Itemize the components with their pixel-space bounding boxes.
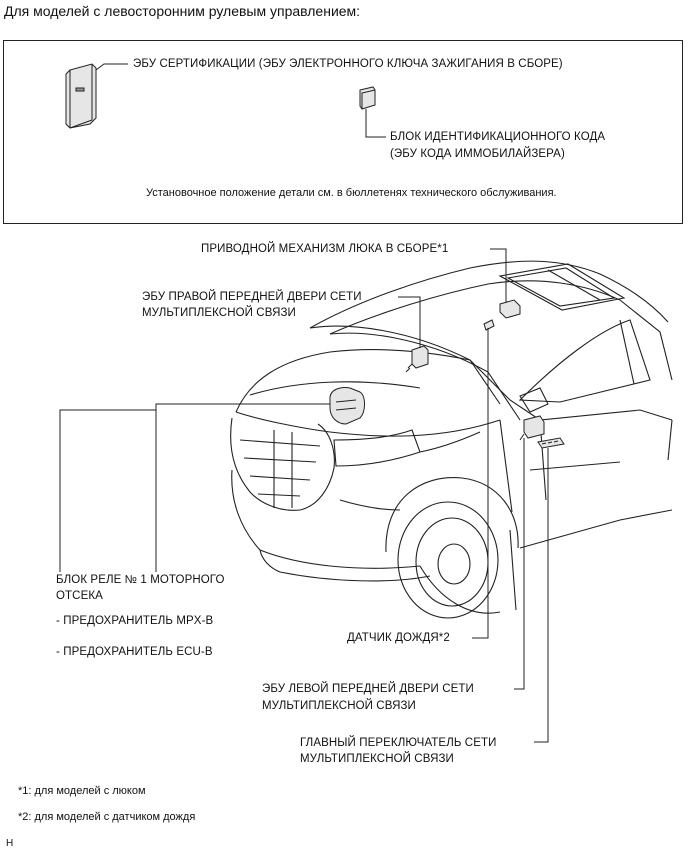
footnote-1: *1: для моделей с люком: [18, 785, 146, 797]
relay-block-label-line2: ОТСЕКА: [56, 590, 103, 602]
sunroof-actuator-icon: [499, 299, 521, 319]
leader-lines: [59, 248, 549, 743]
page-header: Для моделей с левосторонним рулевым упра…: [4, 3, 361, 19]
cert-ecu-label: ЭБУ СЕРТИФИКАЦИИ (ЭБУ ЭЛЕКТРОННОГО КЛЮЧА…: [133, 58, 563, 70]
id-box-label-line2: (ЭБУ КОДА ИММОБИЛАЙЗЕРА): [390, 148, 565, 160]
lf-door-ecu-label-line1: ЭБУ ЛЕВОЙ ПЕРЕДНЕЙ ДВЕРИ СЕТИ: [262, 683, 474, 695]
cert-ecu-leader: [95, 63, 128, 71]
rf-door-ecu-label-line2: МУЛЬТИПЛЕКСНОЙ СВЯЗИ: [142, 307, 296, 319]
info-box: [3, 40, 683, 224]
id-code-box-icon: [359, 86, 376, 110]
rf-door-ecu-icon: [405, 345, 429, 373]
id-box-label-line1: БЛОК ИДЕНТИФИКАЦИОННОГО КОДА: [390, 131, 606, 143]
fuse-ecu-label: - ПРЕДОХРАНИТЕЛЬ ECU-B: [56, 646, 213, 658]
master-switch-label-line1: ГЛАВНЫЙ ПЕРЕКЛЮЧАТЕЛЬ СЕТИ: [300, 737, 497, 749]
relay-block-label-line1: БЛОК РЕЛЕ № 1 МОТОРНОГО: [56, 574, 225, 586]
rain-sensor-label: ДАТЧИК ДОЖДЯ*2: [347, 632, 450, 644]
lf-door-ecu-label-line2: МУЛЬТИПЛЕКСНОЙ СВЯЗИ: [262, 700, 416, 712]
master-switch-label-line2: МУЛЬТИПЛЕКСНОЙ СВЯЗИ: [300, 753, 454, 765]
install-note: Установочное положение детали см. в бюлл…: [146, 187, 557, 199]
car-outline: [230, 260, 673, 619]
lf-door-ecu-icon: [519, 415, 545, 441]
rf-door-ecu-label-line1: ЭБУ ПРАВОЙ ПЕРЕДНЕЙ ДВЕРИ СЕТИ: [142, 291, 362, 303]
sunroof-actuator-label: ПРИВОДНОЙ МЕХАНИЗМ ЛЮКА В СБОРЕ*1: [201, 243, 449, 255]
certification-ecu-icon: [65, 63, 97, 129]
master-switch-icon: [537, 437, 565, 449]
id-box-leader: [365, 109, 386, 138]
fuse-mpx-label: - ПРЕДОХРАНИТЕЛЬ MPX-B: [56, 615, 214, 627]
footnote-2: *2: для моделей с датчиком дождя: [18, 811, 196, 823]
corner-mark: H: [6, 838, 14, 849]
rain-sensor-icon: [483, 319, 495, 331]
relay-block-icon: [329, 387, 365, 425]
